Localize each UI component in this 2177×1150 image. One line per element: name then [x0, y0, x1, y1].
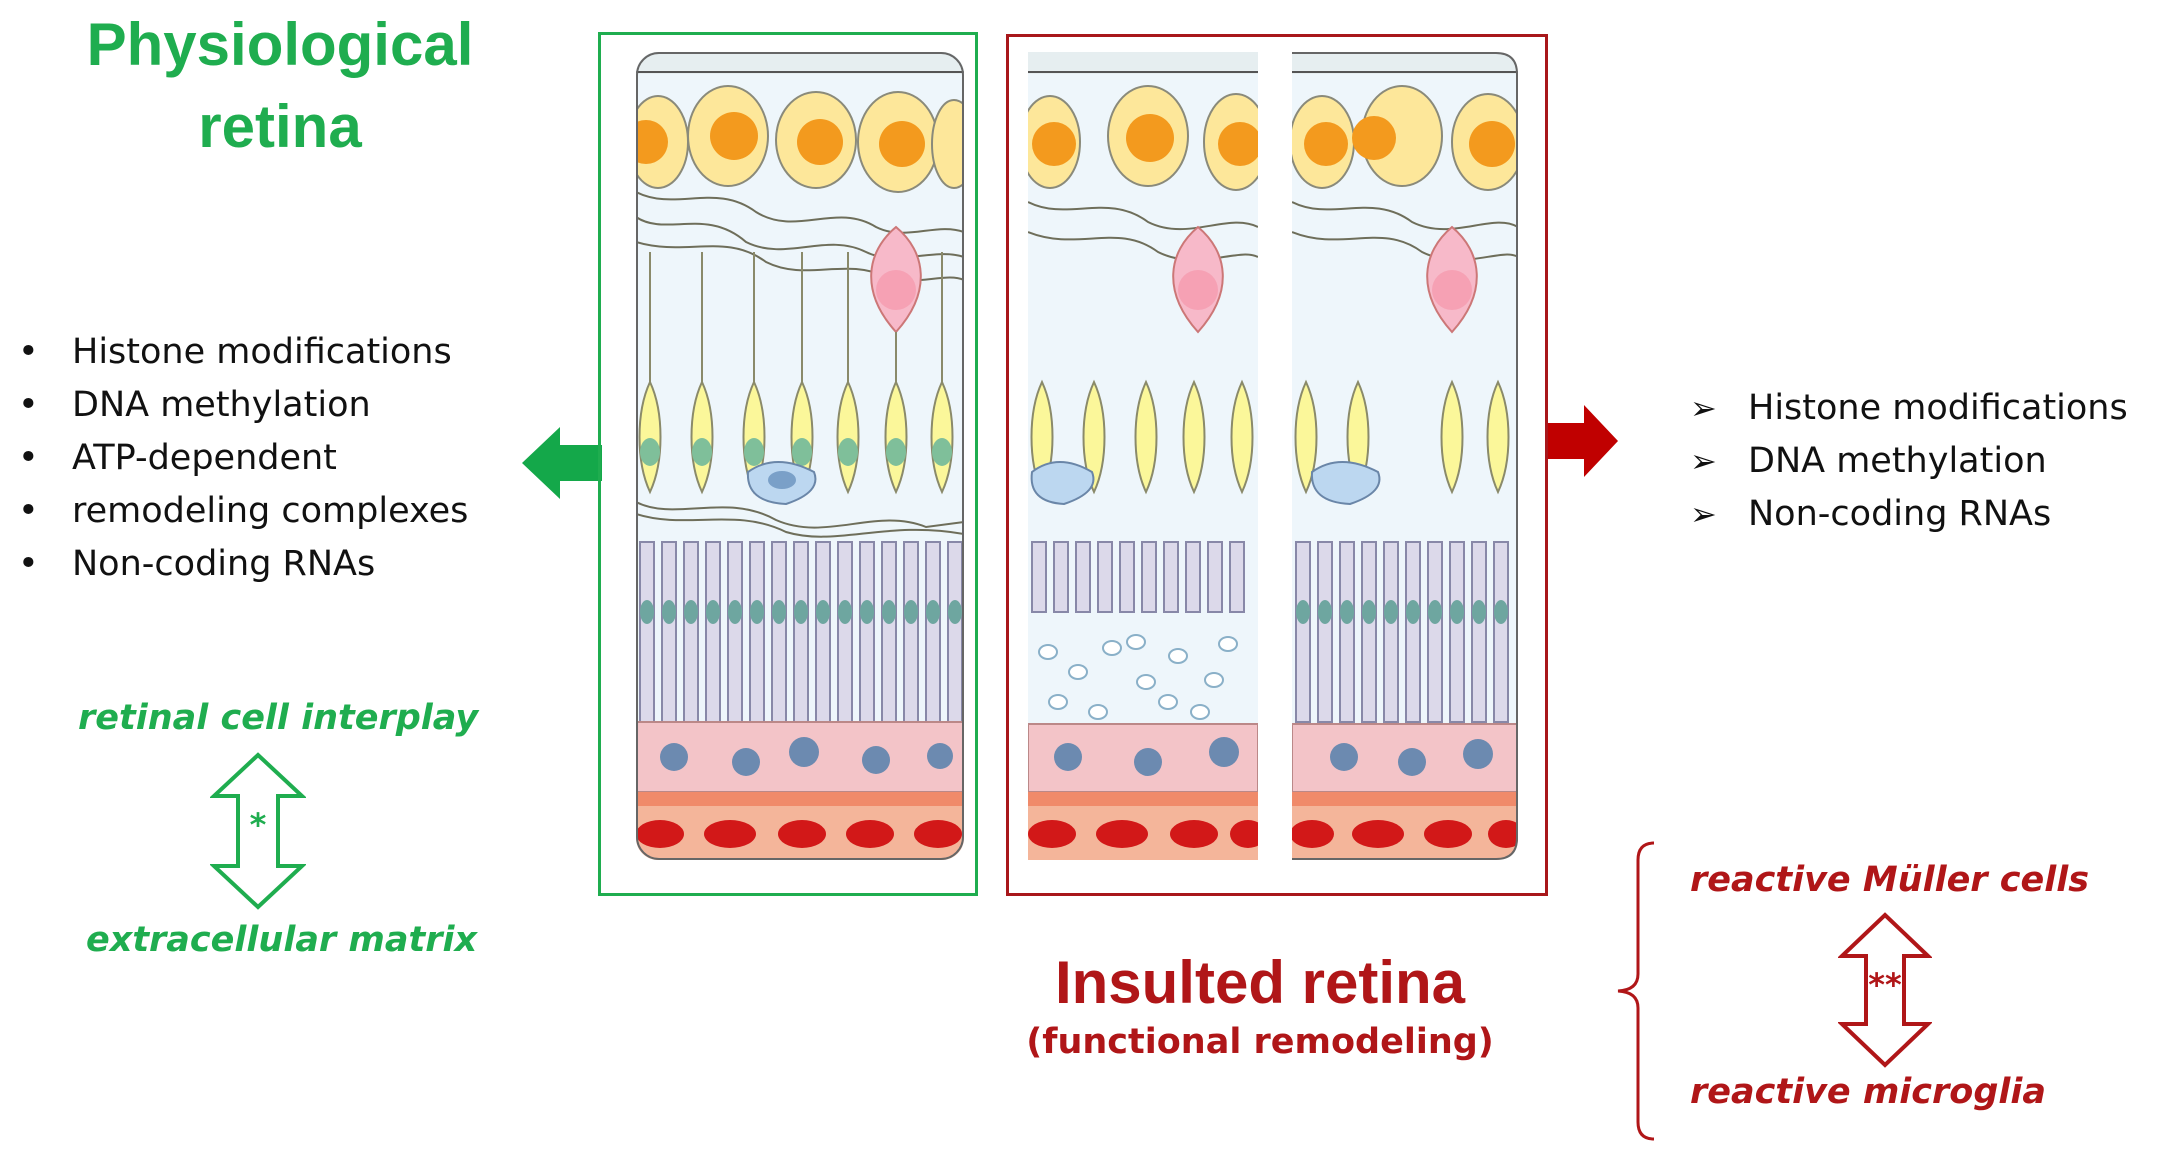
interplay-top-label-red: reactive Müller cells	[1690, 860, 2090, 900]
double-arrow-icon	[210, 752, 306, 910]
physiological-title: Physiological retina	[40, 4, 520, 168]
double-arrow-icon	[1838, 912, 1932, 1068]
physiological-mechanism-list: Histone modifications DNA methylation AT…	[14, 326, 468, 591]
retina-illustration-insulted-left	[1028, 52, 1258, 860]
insulted-title: Insulted retina	[1054, 949, 1466, 1016]
interplay-bottom-label-red: reactive microglia	[1690, 1072, 2047, 1112]
list-item-continuation: remodeling complexes	[14, 485, 468, 538]
list-item: DNA methylation	[1690, 435, 2128, 488]
list-item: Histone modifications	[1690, 382, 2128, 435]
physiological-title-line2: retina	[198, 93, 362, 160]
physiological-title-line1: Physiological	[86, 11, 474, 78]
insulted-retina-frame	[1006, 34, 1548, 896]
insulted-subtitle: (functional remodeling)	[1026, 1022, 1494, 1062]
list-item: Histone modifications	[14, 326, 468, 379]
interplay-marker-red: **	[1868, 966, 1902, 1004]
physiological-retina-frame	[598, 32, 978, 896]
list-item: ATP-dependent	[14, 432, 468, 485]
interplay-top-label-green: retinal cell interplay	[78, 698, 479, 738]
retina-illustration-physiological	[636, 52, 964, 860]
list-item: Non-coding RNAs	[14, 538, 468, 591]
list-item: Non-coding RNAs	[1690, 488, 2128, 541]
insulted-mechanism-list: Histone modifications DNA methylation No…	[1690, 382, 2128, 541]
curly-brace-icon	[1617, 841, 1655, 1141]
arrow-left-icon	[522, 427, 602, 499]
arrow-right-icon	[1548, 405, 1618, 477]
interplay-bottom-label-green: extracellular matrix	[86, 920, 478, 960]
list-item: DNA methylation	[14, 379, 468, 432]
interplay-marker-green: *	[249, 806, 267, 844]
retina-illustration-insulted-right	[1292, 52, 1518, 860]
